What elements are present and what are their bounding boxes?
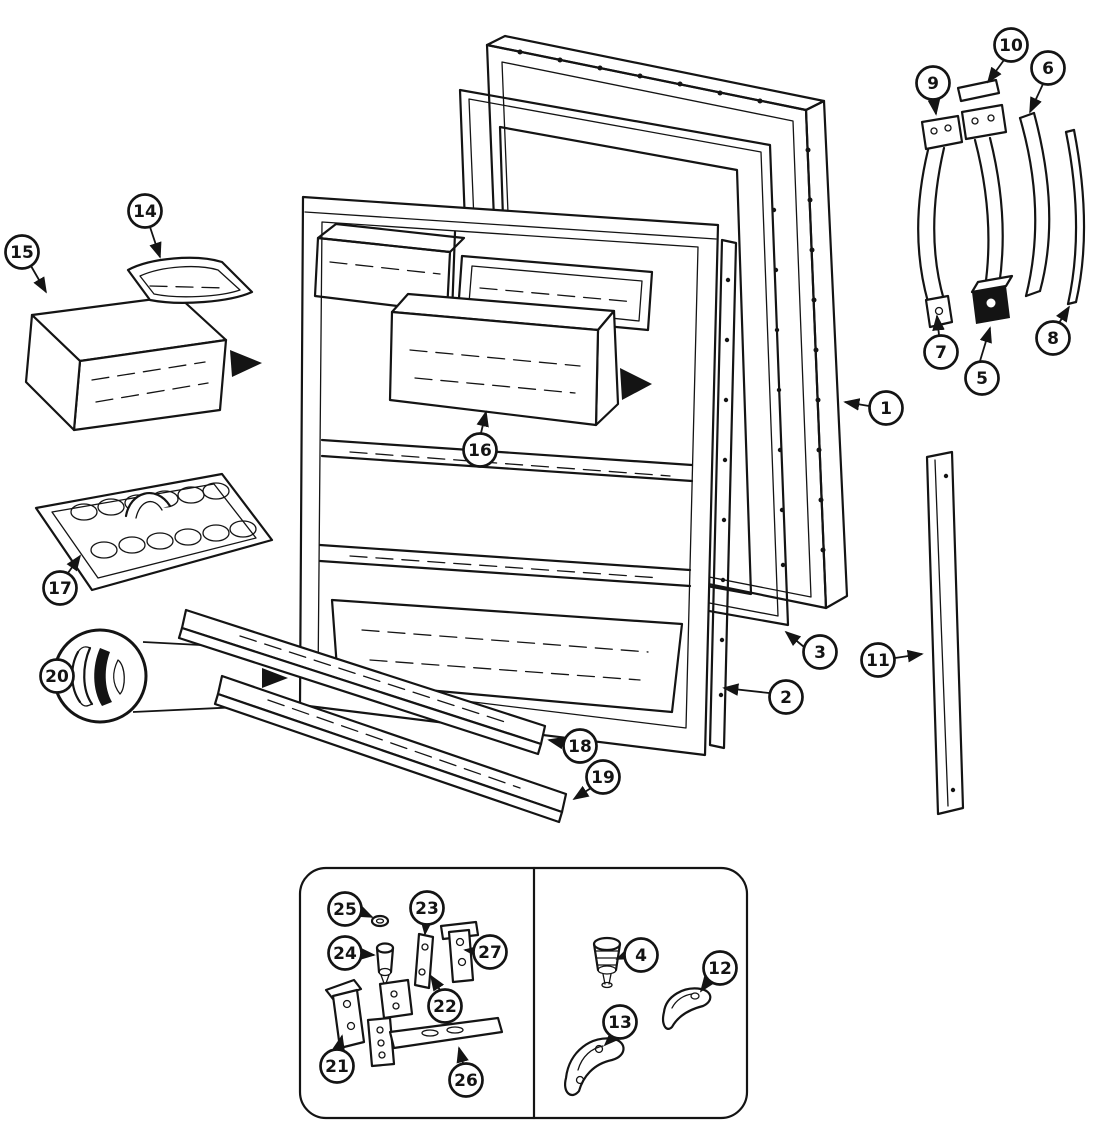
- callout-6: 6: [1029, 50, 1066, 114]
- callout-14: 14: [127, 193, 163, 259]
- svg-text:3: 3: [814, 643, 826, 663]
- tray-14: [126, 256, 254, 304]
- hinge-strap-7: [917, 146, 954, 329]
- hinge-butt-bracket-22: [378, 978, 414, 1020]
- hinge-cover-13: [564, 1037, 625, 1096]
- magnifier-arrow: [262, 668, 288, 688]
- bracket-27: [439, 920, 480, 984]
- hinge-bracket-21: [324, 978, 366, 1050]
- svg-text:25: 25: [333, 900, 357, 920]
- callouts: 1 2 3 4 5 6 7: [4, 27, 1071, 1098]
- callout-18: 18: [547, 728, 598, 764]
- svg-text:23: 23: [415, 899, 439, 919]
- callout-22: 22: [427, 974, 463, 1024]
- svg-text:4: 4: [635, 946, 647, 966]
- svg-text:13: 13: [608, 1013, 632, 1033]
- svg-text:20: 20: [45, 667, 69, 687]
- trim-rail-18: [177, 608, 547, 756]
- plug-button-4: [592, 936, 622, 989]
- callout-23: 23: [409, 890, 445, 936]
- svg-text:11: 11: [866, 651, 890, 671]
- svg-text:17: 17: [48, 579, 72, 599]
- callout-1: 1: [843, 390, 904, 426]
- svg-text:19: 19: [591, 768, 615, 788]
- trim-rail-19: [213, 674, 568, 824]
- stud-24: [375, 942, 395, 987]
- callout-25: 25: [327, 891, 374, 927]
- callout-27: 27: [463, 934, 508, 970]
- svg-text:27: 27: [478, 943, 502, 963]
- hardware-detail-box: [298, 866, 749, 1120]
- callout-11: 11: [860, 642, 924, 678]
- callout-12: 12: [699, 950, 738, 993]
- insert-direction-arrow: [230, 350, 262, 377]
- callout-8: 8: [1035, 305, 1071, 356]
- trim-strip-8: [1064, 128, 1086, 306]
- callout-16: 16: [462, 410, 498, 468]
- svg-text:8: 8: [1047, 329, 1059, 349]
- door-shelf-bin-16: [388, 292, 652, 427]
- svg-text:5: 5: [976, 369, 988, 389]
- svg-text:6: 6: [1042, 59, 1054, 79]
- mounting-bar-26: [366, 1016, 504, 1068]
- callout-4: 4: [615, 937, 659, 973]
- callout-3: 3: [784, 630, 838, 670]
- svg-text:1: 1: [880, 399, 892, 419]
- callout-9: 9: [915, 65, 951, 116]
- svg-text:26: 26: [454, 1071, 478, 1091]
- svg-text:7: 7: [935, 343, 947, 363]
- gasket-magnifier-20: [52, 628, 288, 724]
- svg-text:24: 24: [333, 944, 357, 964]
- callout-19: 19: [572, 759, 621, 800]
- grommet-25: [370, 914, 390, 928]
- hinge-cover-12: [662, 987, 712, 1030]
- egg-tray-17: [34, 472, 274, 592]
- callout-7: 7: [923, 314, 959, 370]
- hinge-bracket-strap-5: [960, 103, 1014, 324]
- svg-text:15: 15: [10, 243, 34, 263]
- hinge-bracket-9: [920, 114, 964, 151]
- svg-text:16: 16: [468, 441, 492, 461]
- callout-26: 26: [448, 1046, 484, 1098]
- egg-tray-handle: [124, 492, 172, 518]
- svg-text:18: 18: [568, 737, 592, 757]
- callout-10: 10: [986, 27, 1029, 84]
- callout-21: 21: [319, 1034, 355, 1084]
- svg-text:12: 12: [708, 959, 732, 979]
- svg-text:10: 10: [999, 36, 1023, 56]
- svg-text:22: 22: [433, 997, 457, 1017]
- callout-24: 24: [327, 935, 376, 971]
- spacer-10: [956, 78, 1001, 103]
- side-trim-11: [925, 450, 965, 816]
- insert-direction-arrow: [620, 368, 652, 400]
- svg-text:14: 14: [133, 202, 157, 222]
- callout-5: 5: [964, 326, 1000, 396]
- callout-2: 2: [722, 679, 804, 715]
- shelf-bin-15: [24, 294, 262, 432]
- callout-20: 20: [39, 658, 75, 694]
- hinge-pin-plate-23: [413, 932, 435, 990]
- svg-text:2: 2: [780, 688, 792, 708]
- inner-panel-flange: [708, 238, 738, 750]
- svg-text:9: 9: [927, 74, 939, 94]
- trim-strip-6: [1018, 111, 1051, 298]
- callout-13: 13: [602, 1004, 638, 1047]
- svg-text:21: 21: [325, 1057, 349, 1077]
- callout-17: 17: [42, 554, 82, 606]
- callout-15: 15: [4, 234, 47, 294]
